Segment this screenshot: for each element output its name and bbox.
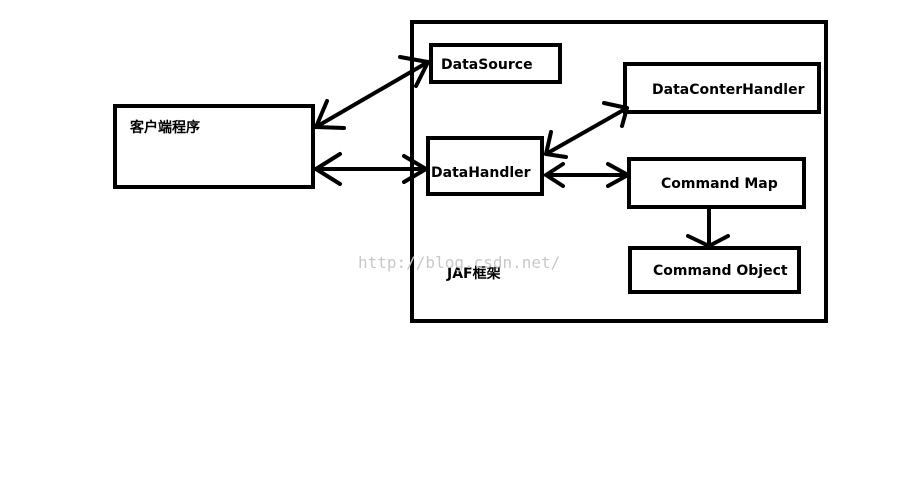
arrow-datahandler-commandmap xyxy=(544,162,630,188)
arrow-client-datasource xyxy=(314,55,430,130)
command-object-box xyxy=(628,246,801,294)
client-box xyxy=(113,104,315,189)
client-label: 客户端程序 xyxy=(129,119,200,136)
watermark-text: http://blog.csdn.net/ xyxy=(358,253,560,272)
dataconterhandler-label: DataConterHandler xyxy=(652,82,805,98)
arrow-client-datahandler xyxy=(314,152,428,186)
jaf-framework-box xyxy=(410,20,828,323)
arrow-datahandler-dataconterhandler xyxy=(544,101,629,159)
datahandler-label: DataHandler xyxy=(431,165,531,181)
dataconterhandler-box xyxy=(623,62,821,114)
jaf-framework-label: JAF框架 xyxy=(446,265,501,282)
datahandler-box xyxy=(426,136,544,196)
command-map-label: Command Map xyxy=(661,176,778,192)
command-map-box xyxy=(627,157,806,209)
datasource-label: DataSource xyxy=(441,57,533,73)
arrow-commandmap-commandobject xyxy=(686,207,730,248)
command-object-label: Command Object xyxy=(653,263,788,279)
datasource-box xyxy=(429,43,562,84)
